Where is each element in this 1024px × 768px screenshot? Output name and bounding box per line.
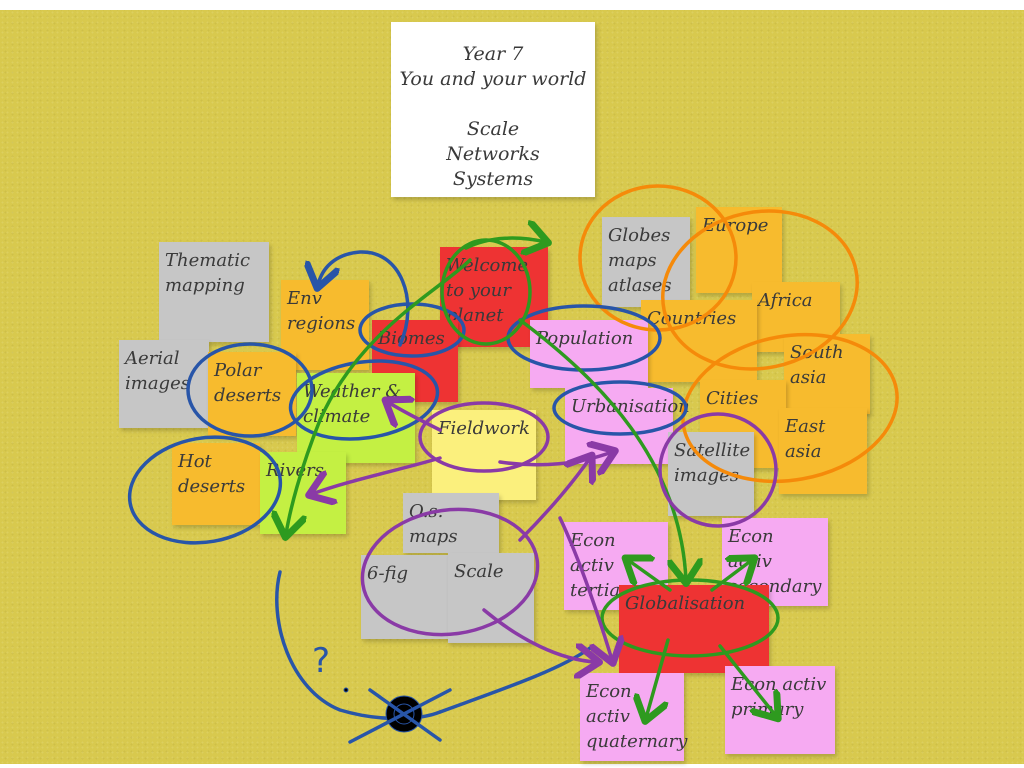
note-east-asia[interactable]: East asia <box>779 408 867 494</box>
note-hot-deserts[interactable]: Hot deserts <box>172 443 260 525</box>
note-satellite-images[interactable]: Satellite images <box>668 432 754 516</box>
note-population[interactable]: Population <box>530 320 648 388</box>
note-globes-maps-atlases[interactable]: Globes maps atlases <box>602 217 690 307</box>
note-econ-activ-quaternary[interactable]: Econ activ quaternary <box>580 673 687 761</box>
note-europe[interactable]: Europe <box>696 207 782 293</box>
note-six-fig[interactable]: 6-fig <box>361 555 451 639</box>
note-thematic-mapping[interactable]: Thematic mapping <box>159 242 269 342</box>
note-globalisation[interactable]: Globalisation <box>619 585 769 673</box>
note-polar-deserts[interactable]: Polar deserts <box>208 352 296 436</box>
note-weather-climate[interactable]: Weather & climate <box>297 373 415 463</box>
note-fieldwork[interactable]: Fieldwork <box>432 410 536 500</box>
note-aerial-images[interactable]: Aerial images <box>119 340 209 428</box>
note-countries[interactable]: Countries <box>641 300 757 382</box>
note-south-asia[interactable]: South asia <box>784 334 870 414</box>
note-econ-activ-primary[interactable]: Econ activ primary <box>725 666 835 754</box>
note-rivers[interactable]: Rivers <box>260 452 346 534</box>
note-scale[interactable]: Scale <box>448 553 534 643</box>
note-os-maps[interactable]: O.s. maps <box>403 493 499 553</box>
note-urbanisation[interactable]: Urbanisation <box>565 388 690 464</box>
title-card: Year 7 You and your world Scale Networks… <box>391 22 595 197</box>
